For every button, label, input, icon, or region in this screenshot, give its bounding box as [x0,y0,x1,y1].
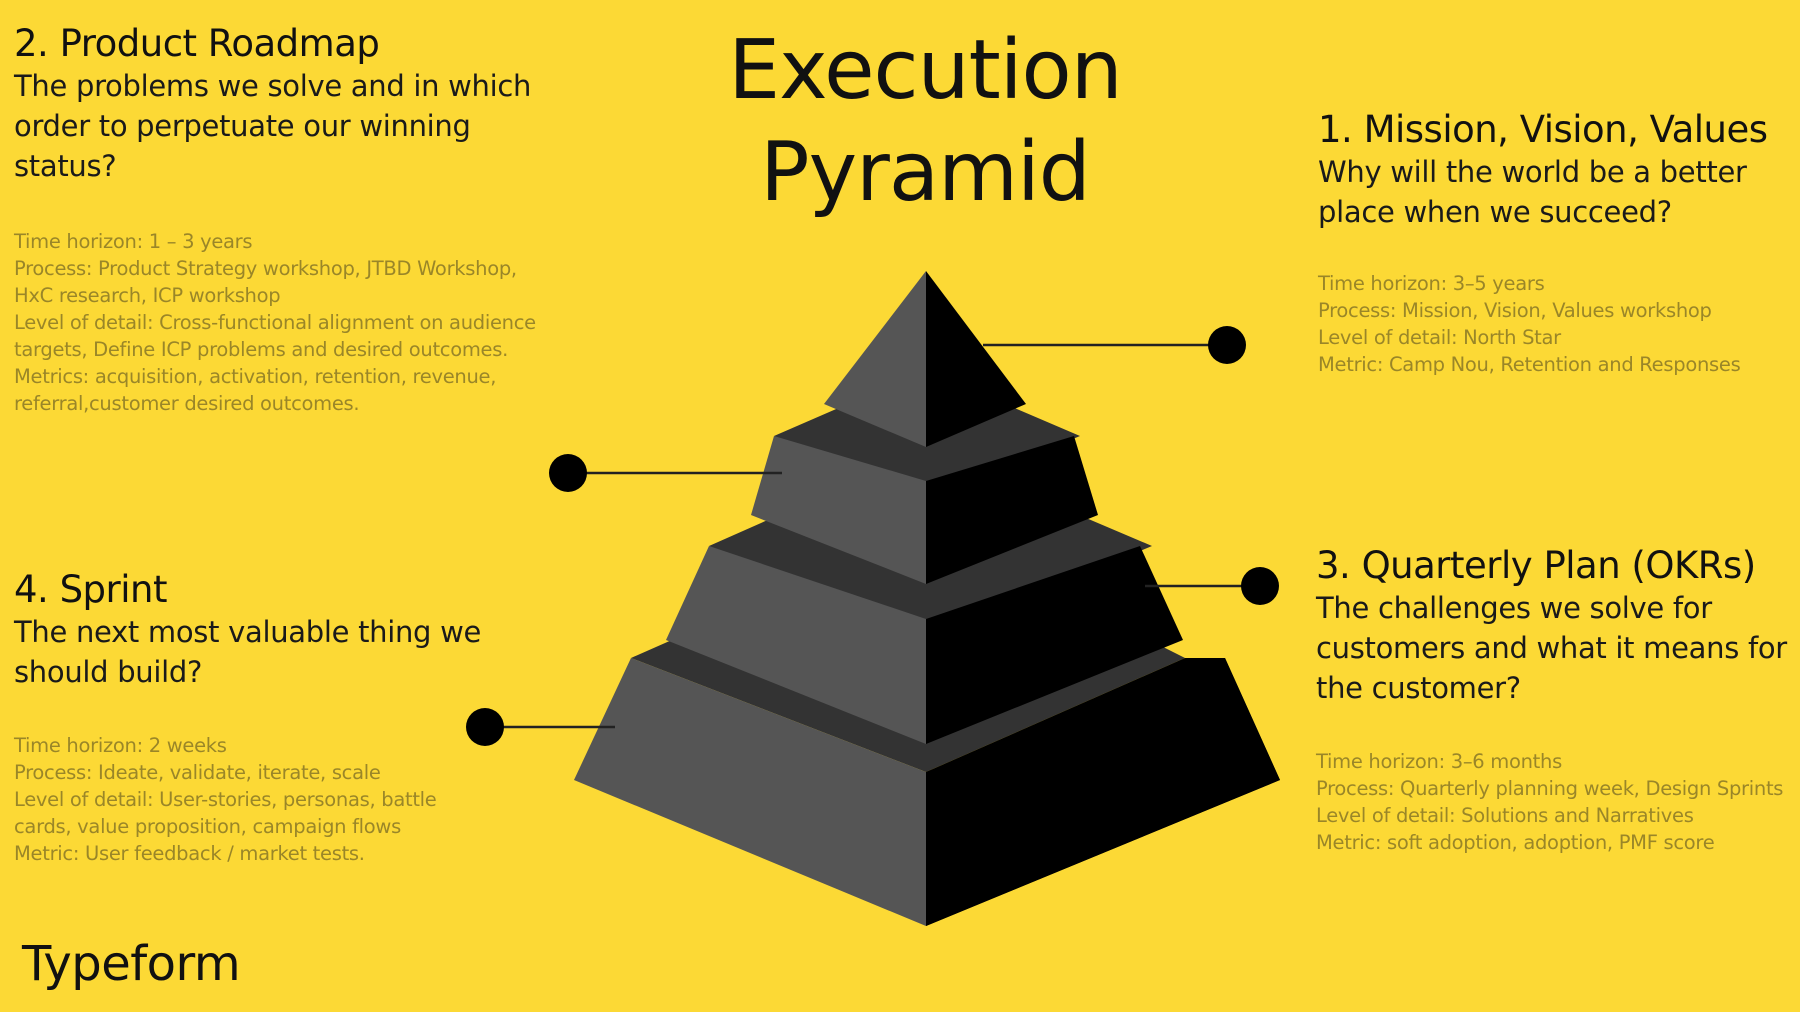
brand-logo-text: Typeform [22,936,241,992]
level-3-process: Process: Quarterly planning week, Design… [1316,777,1784,800]
level-3-time-horizon: Time horizon: 3–6 months [1316,750,1562,773]
pyramid-tier-2 [751,370,1098,584]
level-3-metric: Metric: soft adoption, adoption, PMF sco… [1316,831,1715,854]
level-4-level-of-detail: Level of detail: User-stories, personas,… [14,788,437,838]
level-4-process: Process: Ideate, validate, iterate, scal… [14,761,381,784]
level-3-heading: 3. Quarterly Plan (OKRs) [1316,544,1756,587]
level-4-heading: 4. Sprint [14,568,168,611]
page-title: Execution Pyramid [625,20,1225,224]
level-4-question: The next most valuable thing we should b… [14,615,482,689]
level-1-heading: 1. Mission, Vision, Values [1318,108,1768,151]
level-1-block: 1. Mission, Vision, Values Why will the … [1318,108,1798,378]
level-3-question: The challenges we solve for customers an… [1316,591,1787,705]
level-1-metric: Metric: Camp Nou, Retention and Response… [1318,353,1741,376]
level-2-details: Time horizon: 1 – 3 years Process: Produ… [14,228,544,417]
level-4-metric: Metric: User feedback / market tests. [14,842,365,865]
level-2-block: 2. Product Roadmap The problems we solve… [14,22,544,417]
level-1-details: Time horizon: 3–5 years Process: Mission… [1318,270,1798,378]
level-1-time-horizon: Time horizon: 3–5 years [1318,272,1545,295]
level-1-question: Why will the world be a better place whe… [1318,155,1747,229]
level-4-block: 4. Sprint The next most valuable thing w… [14,568,484,867]
level-2-time-horizon: Time horizon: 1 – 3 years [14,230,253,253]
connector-level-4 [466,708,615,746]
connector-level-3 [1145,567,1279,605]
level-1-level-of-detail: Level of detail: North Star [1318,326,1561,349]
level-4-details: Time horizon: 2 weeks Process: Ideate, v… [14,732,484,867]
level-2-metrics: Metrics: acquisition, activation, retent… [14,365,497,415]
level-2-level-of-detail: Level of detail: Cross-functional alignm… [14,311,536,361]
level-2-process: Process: Product Strategy workshop, JTBD… [14,257,517,307]
title-line-2: Pyramid [760,125,1091,220]
level-2-heading: 2. Product Roadmap [14,22,380,65]
level-2-question: The problems we solve and in which order… [14,69,532,183]
title-line-1: Execution [728,23,1122,118]
level-4-time-horizon: Time horizon: 2 weeks [14,734,227,757]
level-3-details: Time horizon: 3–6 months Process: Quarte… [1316,748,1800,856]
level-3-level-of-detail: Level of detail: Solutions and Narrative… [1316,804,1694,827]
level-3-block: 3. Quarterly Plan (OKRs) The challenges … [1316,544,1800,856]
level-1-process: Process: Mission, Vision, Values worksho… [1318,299,1712,322]
pyramid-tier-1 [824,271,1026,447]
connector-level-1 [983,326,1246,364]
connector-level-2 [549,454,782,492]
